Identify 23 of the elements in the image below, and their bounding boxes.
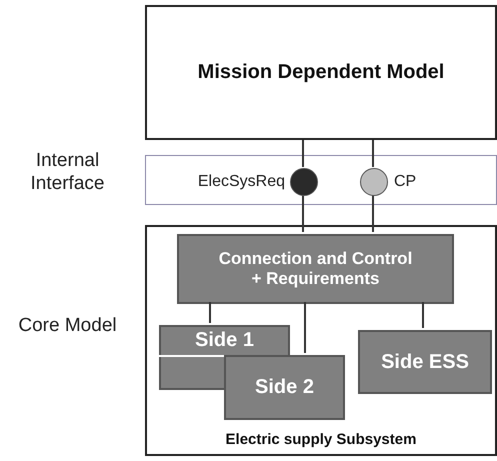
port-label: ElecSysReq <box>198 172 285 192</box>
box-label: Side ESS <box>381 350 469 374</box>
subsystem-box <box>145 225 497 456</box>
connector-line <box>372 195 374 232</box>
model-title: Mission Dependent Model <box>198 61 444 84</box>
layer-label: Core Model <box>17 315 118 338</box>
process-box <box>177 234 454 304</box>
box-label: Side 1 <box>195 329 254 352</box>
model-box <box>145 5 497 140</box>
port-label: CP <box>394 172 416 192</box>
interface-band <box>145 155 497 205</box>
connector-line <box>302 195 304 232</box>
connector-line <box>209 302 211 323</box>
process-box <box>224 355 345 420</box>
connector-line <box>302 140 304 167</box>
connector-line <box>304 302 306 353</box>
subsystem-label: Electric supply Subsystem <box>226 431 416 448</box>
box-label: Side 2 <box>255 376 314 399</box>
process-box <box>358 330 492 394</box>
box-label: Connection and Control + Requirements <box>218 249 414 289</box>
connector-line <box>422 302 424 328</box>
layer-label: Internal Interface <box>30 150 106 196</box>
connector-line <box>372 140 374 167</box>
